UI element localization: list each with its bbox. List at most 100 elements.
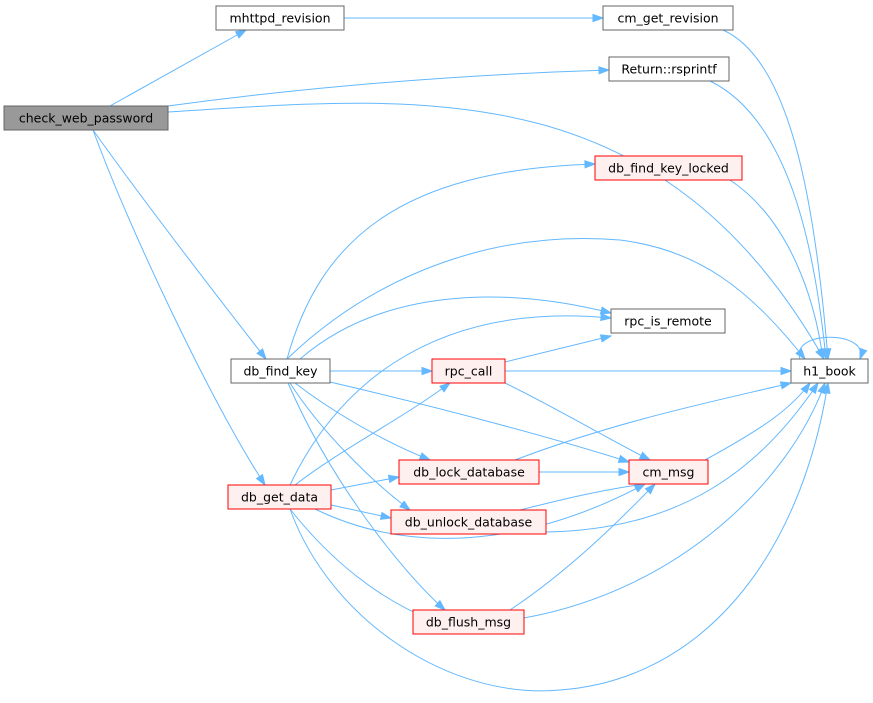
- node-box[interactable]: [412, 609, 525, 635]
- node-db-flush-msg[interactable]: db_flush_msg: [412, 609, 525, 635]
- edge-arrowhead: [418, 452, 432, 461]
- edge-line: [92, 129, 266, 486]
- node-db-find-key[interactable]: db_find_key: [230, 358, 331, 384]
- node-cm-msg[interactable]: cm_msg: [628, 459, 709, 485]
- edge-arrowhead: [817, 348, 826, 361]
- node-label[interactable]: mhttpd_revision: [229, 11, 330, 26]
- node-db-unlock-database[interactable]: db_unlock_database: [390, 509, 547, 535]
- node-box[interactable]: [390, 509, 547, 535]
- edge-db_unlock_database-to-cm_msg: [519, 481, 647, 511]
- edge-check_web_password-to-db_find_key: [92, 129, 267, 361]
- node-label[interactable]: Return::rsprintf: [621, 62, 717, 77]
- node-label[interactable]: db_unlock_database: [405, 515, 533, 530]
- node-label[interactable]: cm_get_revision: [617, 11, 718, 26]
- edge-db_find_key-to-db_flush_msg: [287, 382, 447, 611]
- node-label[interactable]: db_find_key_locked: [608, 161, 729, 176]
- node-mhttpd-revision[interactable]: mhttpd_revision: [215, 5, 345, 31]
- edge-line: [167, 102, 825, 360]
- edge-line: [729, 179, 824, 360]
- edge-db_get_data-to-rpc_call: [294, 382, 452, 486]
- node-box[interactable]: [227, 484, 332, 510]
- edge-line: [722, 29, 829, 360]
- edge-arrowhead: [399, 500, 412, 511]
- edge-db_lock_database-to-h1_book: [514, 381, 793, 461]
- edge-line: [286, 237, 806, 360]
- node-box[interactable]: [610, 308, 726, 334]
- edge-arrowhead: [808, 381, 819, 395]
- edge-db_find_key-to-cm_msg: [329, 381, 631, 463]
- node-label[interactable]: check_web_password: [19, 111, 153, 126]
- edge-mhttpd_revision-to-cm_get_revision: [344, 13, 605, 23]
- edge-line: [509, 483, 656, 611]
- node-check-web-password[interactable]: check_web_password: [3, 105, 169, 131]
- edge-arrowhead: [598, 66, 611, 75]
- edge-line: [92, 129, 267, 360]
- edge-db_find_key-to-h1_book: [286, 237, 806, 361]
- edge-rsprintf-to-h1_book: [709, 80, 830, 361]
- node-rpc-call[interactable]: rpc_call: [431, 358, 506, 384]
- edge-db_lock_database-to-cm_msg: [539, 467, 631, 477]
- edge-line: [289, 382, 829, 692]
- node-label[interactable]: cm_msg: [643, 465, 695, 480]
- node-db-lock-database[interactable]: db_lock_database: [398, 459, 540, 485]
- node-label[interactable]: db_flush_msg: [426, 615, 511, 630]
- node-box[interactable]: [3, 105, 169, 131]
- edge-db_find_key-to-db_find_key_locked: [286, 160, 597, 360]
- edge-arrowhead: [434, 599, 447, 611]
- edge-db_find_key-to-rpc_call: [330, 366, 434, 376]
- edge-line: [299, 296, 612, 360]
- node-rpc-is-remote[interactable]: rpc_is_remote: [610, 308, 726, 334]
- edge-arrowhead: [256, 348, 267, 361]
- edge-db_flush_msg-to-h1_book: [523, 381, 826, 619]
- edge-arrowhead: [644, 482, 657, 495]
- node-box[interactable]: [215, 5, 345, 31]
- edge-arrowhead: [599, 306, 613, 315]
- edge-rpc_call-to-h1_book: [505, 366, 793, 376]
- node-label[interactable]: rpc_call: [445, 364, 493, 379]
- edge-line: [523, 382, 826, 619]
- edge-check_web_password-to-rsprintf: [167, 66, 611, 107]
- edge-arrowhead: [795, 348, 806, 361]
- edge-line: [519, 483, 646, 511]
- edge-arrowhead: [779, 381, 793, 390]
- edge-line: [289, 382, 411, 511]
- edge-line: [709, 80, 827, 360]
- edge-rpc_call-to-rpc_is_remote: [504, 334, 613, 363]
- node-label[interactable]: h1_book: [803, 364, 856, 379]
- edge-db_get_data-to-rpc_is_remote: [289, 312, 613, 486]
- node-h1-book[interactable]: h1_book: [790, 358, 869, 384]
- edge-line: [294, 382, 451, 486]
- edge-arrowhead: [633, 483, 647, 493]
- edge-line: [704, 382, 811, 461]
- edge-line: [329, 381, 630, 463]
- node-box[interactable]: [608, 56, 730, 82]
- node-box[interactable]: [431, 358, 506, 384]
- node-label[interactable]: rpc_is_remote: [624, 314, 712, 329]
- node-rsprintf[interactable]: Return::rsprintf: [608, 56, 730, 82]
- edge-db_get_data-to-cm_msg: [314, 483, 647, 539]
- edge-cm_msg-to-h1_book: [704, 381, 811, 461]
- edge-line: [289, 315, 612, 486]
- edge-cm_get_revision-to-h1_book: [722, 29, 832, 361]
- edge-line: [109, 29, 247, 107]
- node-box[interactable]: [602, 5, 734, 31]
- node-label[interactable]: db_find_key: [244, 364, 319, 379]
- edge-line: [504, 335, 612, 363]
- node-db-get-data[interactable]: db_get_data: [227, 484, 332, 510]
- node-box[interactable]: [594, 155, 743, 181]
- node-label[interactable]: db_lock_database: [413, 465, 525, 480]
- edge-arrowhead: [421, 366, 434, 376]
- node-box[interactable]: [628, 459, 709, 485]
- node-label[interactable]: db_get_data: [241, 490, 318, 505]
- node-db-find-key-locked[interactable]: db_find_key_locked: [594, 155, 743, 181]
- node-box[interactable]: [398, 459, 540, 485]
- node-cm-get-revision[interactable]: cm_get_revision: [602, 5, 734, 31]
- edges-layer: [92, 13, 868, 692]
- edge-arrowhead: [822, 381, 831, 395]
- edge-arrowhead: [387, 474, 401, 484]
- edge-arrowhead: [439, 382, 452, 393]
- node-box[interactable]: [230, 358, 331, 384]
- node-box[interactable]: [790, 358, 869, 384]
- edge-line: [294, 382, 431, 461]
- edge-db_find_key_locked-to-h1_book: [729, 179, 826, 361]
